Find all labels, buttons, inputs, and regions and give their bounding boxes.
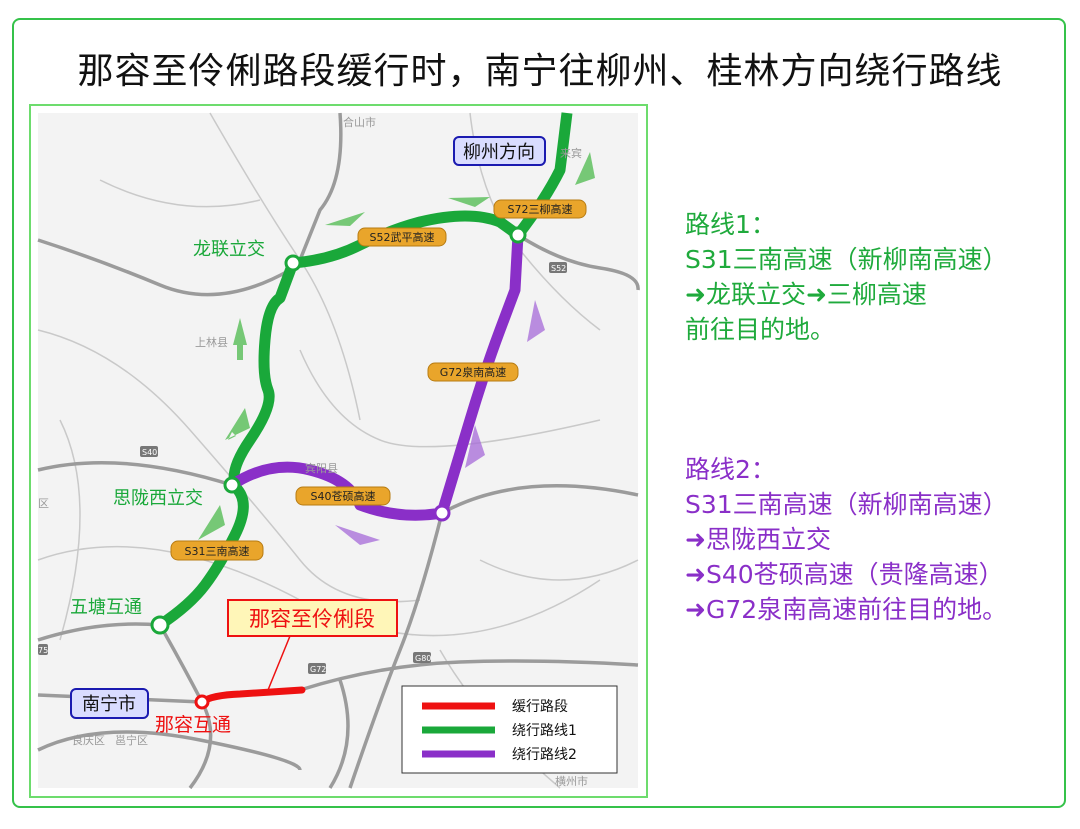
node-sanliu <box>509 226 527 244</box>
route2-line-text: ➜S40苍硕高速（贵隆高速） <box>685 560 1004 589</box>
highway-shield: S52武平高速 <box>370 230 435 244</box>
highway-shield: S31三南高速 <box>185 544 250 558</box>
direction-label: 柳州方向 <box>463 142 535 163</box>
place-label: 横州市 <box>555 774 588 788</box>
place-label: 区 <box>38 497 49 510</box>
node-narong <box>194 694 210 710</box>
node-silongxi <box>223 476 241 494</box>
place-label: 邕宁区 <box>115 733 148 747</box>
road-badge: G72 <box>310 665 326 674</box>
route2-description: 路线2： S31三南高速（新柳南高速） ➜思陇西立交 ➜S40苍硕高速（贵隆高速… <box>685 452 1008 627</box>
route1-line-text: 前往目的地。 <box>685 315 836 344</box>
arrow-icon <box>325 212 365 226</box>
arrow-icon <box>198 505 225 540</box>
arrow-icon <box>335 525 380 545</box>
route2-line-text: ➜G72泉南高速前往目的地。 <box>685 595 1008 624</box>
arrow-icon <box>225 408 250 440</box>
major-roads <box>37 112 640 790</box>
node-longlian <box>284 254 302 272</box>
node-wutang <box>150 615 170 635</box>
road-badge: G80 <box>415 654 431 663</box>
interchange-label: 思陇西立交 <box>113 488 203 509</box>
callout-line <box>267 635 291 691</box>
place-label: 上林县 <box>195 335 228 349</box>
route1-line-text: ➜龙联立交➜三柳高速 <box>685 280 927 309</box>
highway-shield: S72三柳高速 <box>508 202 573 216</box>
interchange-nodes <box>150 226 527 710</box>
route1-description: 路线1： S31三南高速（新柳南高速） ➜龙联立交➜三柳高速 前往目的地。 <box>685 207 1008 347</box>
place-label: 合山市 <box>343 115 376 129</box>
map-legend: 缓行路段 绕行路线1 绕行路线2 <box>401 685 618 774</box>
highway-shield: S40苍硕高速 <box>311 489 376 503</box>
start-interchange-label: 那容互通 <box>155 714 231 736</box>
arrow-icon <box>527 300 545 342</box>
highway-shield: G72泉南高速 <box>440 365 507 379</box>
congestion-callout: 那容至伶俐段 <box>249 607 375 631</box>
arrow-icon <box>448 197 490 207</box>
interchange-label: 五塘互通 <box>70 597 142 618</box>
city-label: 南宁市 <box>82 694 136 715</box>
route2-line-text: ➜思陇西立交 <box>685 525 831 554</box>
arrow-icon <box>575 152 595 185</box>
place-label: 良庆区 <box>72 733 105 747</box>
road-badge: 75 <box>38 646 48 655</box>
place-label: 来宾 <box>560 146 582 160</box>
legend-label: 绕行路线1 <box>512 723 577 739</box>
route2-heading: 路线2： <box>685 455 776 484</box>
direction-arrows <box>198 152 595 545</box>
arrow-icon <box>233 318 247 360</box>
arrow-icon <box>465 425 485 468</box>
page-title: 那容至伶俐路段缓行时，南宁往柳州、桂林方向绕行路线 <box>77 51 1003 92</box>
place-labels: 合山市 来宾 上林县 宾阳县 良庆区 邕宁区 横州市 区 <box>38 115 588 788</box>
road-badge: S52 <box>551 264 566 273</box>
highway-shields: S52武平高速 S72三柳高速 G72泉南高速 S40苍硕高速 S31三南高速 <box>170 199 587 561</box>
road-badges: S52 S40 G72 G80 75 <box>38 262 567 674</box>
interchange-label: 龙联立交 <box>193 239 265 260</box>
road-badge: S40 <box>142 448 157 457</box>
place-label: 宾阳县 <box>305 461 338 475</box>
legend-label: 缓行路段 <box>512 699 568 715</box>
route1-line-text: S31三南高速（新柳南高速） <box>685 245 1008 274</box>
node-g72-junction <box>433 504 451 522</box>
outer-frame <box>12 18 1066 808</box>
legend-label: 绕行路线2 <box>512 747 577 763</box>
route1-heading: 路线1： <box>685 210 776 239</box>
route1-line <box>156 112 573 630</box>
route2-line-text: S31三南高速（新柳南高速） <box>685 490 1008 519</box>
